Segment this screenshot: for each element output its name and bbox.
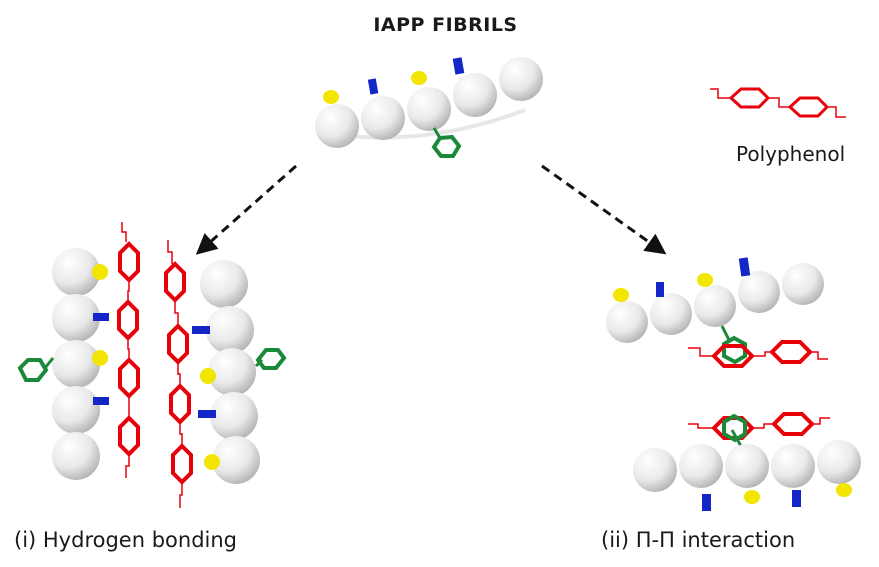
yellow-sidechain <box>613 288 629 302</box>
polyphenol-linker <box>127 280 130 302</box>
left-fibril-beads <box>17 248 109 480</box>
polyphenol-linker <box>127 338 130 360</box>
caption-pi-pi-interaction: (ii) Π-Π interaction <box>601 528 796 552</box>
fibril-bead <box>52 294 100 342</box>
legend-polyphenol-label: Polyphenol <box>736 142 846 166</box>
blue-sidechain <box>452 57 465 75</box>
yellow-sidechain <box>92 350 108 366</box>
fibril-bead <box>208 348 256 396</box>
fibril-bead <box>782 263 824 305</box>
yellow-sidechain <box>744 490 760 504</box>
fibril-bead <box>650 293 692 335</box>
yellow-sidechain <box>92 264 108 280</box>
pipi-lower-fibril <box>633 413 861 511</box>
yellow-sidechain <box>836 483 852 497</box>
blue-sidechain <box>702 494 711 511</box>
caption-hydrogen-bonding: (i) Hydrogen bonding <box>14 528 237 552</box>
pipi-lower-polyphenol <box>688 412 830 440</box>
fibril-bead <box>738 271 780 313</box>
aromatic-ring <box>431 134 462 158</box>
polyphenol-ring <box>171 443 193 485</box>
yellow-sidechain <box>204 454 220 470</box>
fibril-bead <box>52 248 100 296</box>
fibril-bead <box>315 104 359 148</box>
polyphenol-ring <box>169 383 191 425</box>
right-fibril-beads <box>192 260 287 484</box>
aromatic-ring <box>17 358 49 382</box>
fibril-bead <box>52 386 100 434</box>
polyphenol-linker <box>177 362 181 386</box>
polyphenol-ring <box>164 261 186 303</box>
fibril-bead <box>361 96 405 140</box>
polyphenol-linker <box>125 454 130 478</box>
aromatic-ring <box>255 348 287 370</box>
fibril-bead <box>200 260 248 308</box>
pipi-upper-fibril <box>606 257 824 365</box>
fibril-bead <box>206 306 254 354</box>
fibril-bead <box>52 432 100 480</box>
fibril-bead <box>52 340 100 388</box>
blue-sidechain <box>192 326 210 334</box>
blue-sidechain <box>198 410 216 418</box>
fibril-bead <box>633 448 677 492</box>
blue-sidechain <box>792 490 801 507</box>
polyphenol-ring <box>118 241 140 283</box>
blue-sidechain <box>656 282 664 297</box>
aromatic-ring <box>722 413 747 443</box>
fibril-bead <box>212 436 260 484</box>
fibril-bead <box>210 392 258 440</box>
fibril-bead <box>453 73 497 117</box>
polyphenol-ring <box>167 323 189 365</box>
blue-sidechain <box>93 397 109 405</box>
polyphenol-ring <box>118 415 140 457</box>
fibril-bead <box>771 444 815 488</box>
yellow-sidechain <box>697 273 713 287</box>
left-polyphenol-chains <box>117 222 193 508</box>
polyphenol-ring <box>117 299 139 341</box>
aromatic-ring <box>722 335 747 365</box>
polyphenol-linker <box>121 222 127 242</box>
polyphenol-linker <box>179 422 183 446</box>
arrow-right <box>541 164 667 255</box>
polyphenol-linker <box>174 300 179 326</box>
blue-sidechain <box>93 313 109 321</box>
top-fibril <box>315 57 543 158</box>
fibril-bead <box>817 440 861 484</box>
arrow-left <box>195 164 297 255</box>
fibril-bead <box>679 444 723 488</box>
polyphenol-linker <box>179 482 183 508</box>
pipi-upper-polyphenol <box>688 340 828 368</box>
polyphenol-linker <box>167 240 173 264</box>
yellow-sidechain <box>323 90 339 104</box>
yellow-sidechain <box>411 71 427 85</box>
blue-sidechain <box>367 78 379 95</box>
diagram-title: IAPP FIBRILS <box>373 14 518 36</box>
polyphenol-ring <box>118 357 140 399</box>
fibril-bead <box>407 87 451 131</box>
legend-polyphenol-icon <box>710 87 846 118</box>
fibril-bead <box>606 301 648 343</box>
fibril-bead <box>725 444 769 488</box>
blue-sidechain <box>738 257 751 277</box>
fibril-bead <box>694 285 736 327</box>
fibril-bead <box>499 57 543 101</box>
yellow-sidechain <box>200 368 216 384</box>
